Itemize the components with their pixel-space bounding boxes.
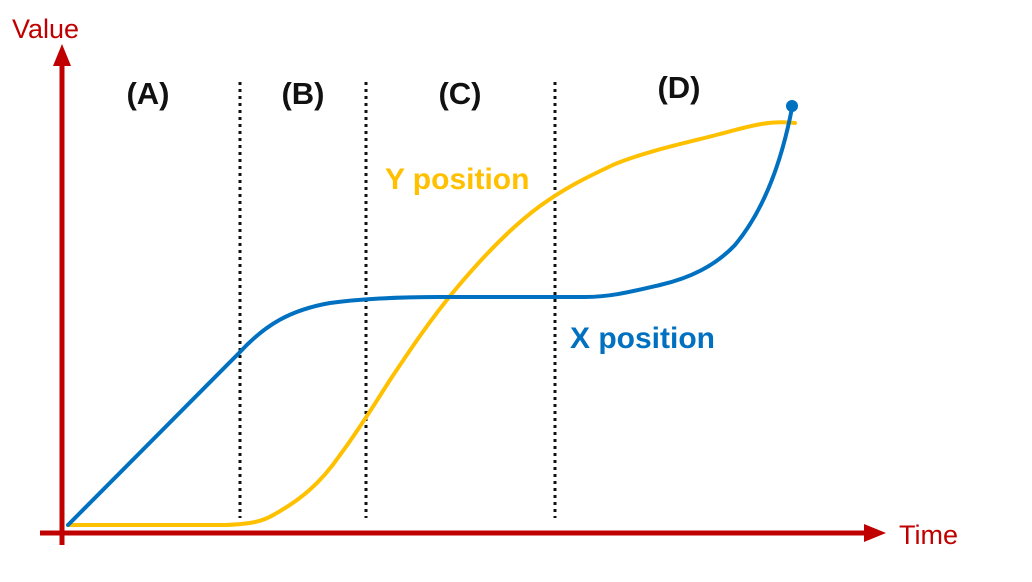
- y-axis-label: Value: [12, 14, 79, 44]
- phase-label-d: (D): [657, 70, 700, 105]
- y-position-curve: [66, 120, 797, 527]
- phase-label-b: (B): [281, 76, 324, 111]
- phase-label-a: (A): [126, 76, 169, 111]
- y-position-label: Y position: [385, 163, 529, 196]
- x-axis-arrowhead: [864, 524, 886, 542]
- x-position-curve: [66, 106, 794, 527]
- x-axis-label: Time: [899, 520, 958, 550]
- x-position-endpoint: [786, 100, 798, 112]
- x-position-label: X position: [570, 322, 715, 355]
- phase-label-c: (C): [438, 76, 481, 111]
- y-axis-arrowhead: [53, 44, 71, 66]
